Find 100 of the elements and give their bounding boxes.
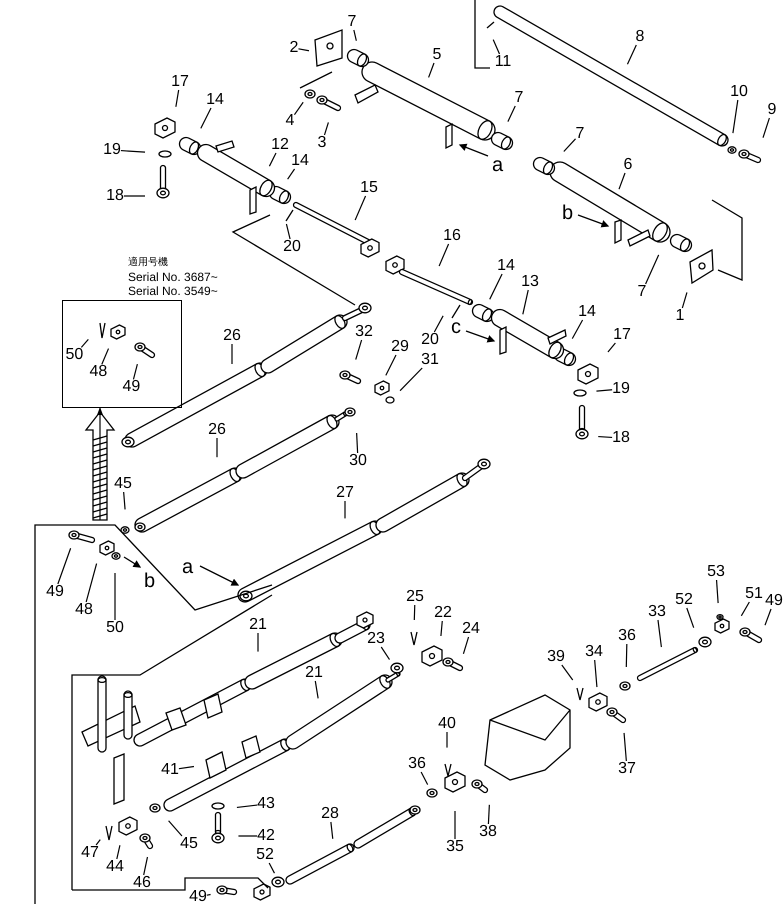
leader-line <box>120 150 146 153</box>
view-letter: a <box>492 154 504 177</box>
callout-number: 17 <box>171 74 189 90</box>
callout-number: 18 <box>612 430 630 446</box>
callout-number: 28 <box>321 806 339 822</box>
callout-number: 20 <box>421 332 439 348</box>
leader-line <box>645 254 660 284</box>
view-letter: b <box>562 202 574 225</box>
leader-line <box>572 320 584 339</box>
callout-number: 17 <box>613 327 631 343</box>
callout-number: 33 <box>648 604 666 620</box>
callout-number: 50 <box>66 347 84 364</box>
callout-number: 49 <box>46 584 64 600</box>
leader-line <box>200 108 212 129</box>
callout-number: 52 <box>675 592 693 608</box>
leader-line <box>438 244 450 266</box>
leader-line <box>596 389 612 392</box>
callout-number: 41 <box>161 762 179 778</box>
leader-line <box>380 646 390 660</box>
callout-number: 3 <box>318 135 326 151</box>
leader-line <box>86 563 98 602</box>
leader-line <box>740 602 750 616</box>
leader-line <box>294 102 304 116</box>
callout-number: 11 <box>494 54 512 70</box>
leader-line <box>400 368 423 392</box>
callout-number: 38 <box>479 824 497 840</box>
leader-line <box>287 168 296 180</box>
callout-number: 43 <box>257 796 275 812</box>
leader-line <box>216 438 218 458</box>
callout-number: 36 <box>408 756 426 772</box>
serial-note: Serial No. 3549~ <box>128 284 218 298</box>
leader-line <box>507 106 516 122</box>
leader-line <box>440 620 443 636</box>
callout-number: 19 <box>612 381 630 397</box>
leader-line <box>101 348 110 365</box>
arrow <box>97 407 103 520</box>
leader-line <box>561 664 574 680</box>
callout-number: 48 <box>75 602 93 618</box>
callout-number: 26 <box>208 422 226 438</box>
leader-line <box>434 316 444 332</box>
callout-number: 4 <box>286 113 294 129</box>
leader-line <box>356 432 358 454</box>
leader-line <box>314 680 319 698</box>
callout-number: 15 <box>360 180 378 196</box>
callout-number: 49 <box>189 889 207 904</box>
leader-line <box>286 224 291 240</box>
leader-line <box>762 118 770 138</box>
leader-line <box>123 492 126 510</box>
callout-number: 26 <box>223 328 241 344</box>
leader-line <box>116 845 120 860</box>
callout-number: 23 <box>367 631 385 647</box>
leader-line <box>206 894 211 896</box>
leader-line <box>454 811 456 839</box>
callout-number: 39 <box>547 649 565 665</box>
leader-line <box>686 608 694 628</box>
leader-line <box>462 636 470 654</box>
callout-number: 14 <box>578 304 596 320</box>
callout-number: 18 <box>106 188 124 204</box>
leader-line <box>623 732 627 762</box>
callout-number: 52 <box>256 847 274 863</box>
callout-number: 2 <box>290 40 298 56</box>
leader-line <box>563 138 576 152</box>
callout-number: 53 <box>707 564 725 580</box>
leader-line <box>114 573 116 620</box>
callout-number: 48 <box>90 364 108 380</box>
leader-line <box>428 62 435 78</box>
leader-line <box>236 804 258 808</box>
callout-number: 35 <box>446 839 464 855</box>
callout-number: 10 <box>730 84 748 100</box>
callout-number: 20 <box>283 239 301 255</box>
callout-number: 7 <box>638 284 646 300</box>
callout-number: 14 <box>206 92 224 108</box>
callout-number: 42 <box>257 828 275 844</box>
leader-line <box>96 839 101 846</box>
view-letter: b <box>144 570 156 593</box>
callout-number: 37 <box>618 761 636 777</box>
leader-line <box>385 354 397 376</box>
callout-number: 46 <box>133 875 151 891</box>
callout-number: 7 <box>576 126 584 142</box>
leader-line <box>355 340 362 360</box>
leader-line <box>608 342 616 352</box>
callout-number: 40 <box>438 716 456 732</box>
leader-line <box>143 856 148 876</box>
callout-number: 7 <box>348 14 356 30</box>
leader-line <box>682 292 688 308</box>
callout-number: 51 <box>745 586 763 602</box>
callout-number: 22 <box>434 605 452 621</box>
leader-line <box>492 39 500 54</box>
callout-number: 14 <box>497 258 515 274</box>
serial-note: Serial No. 3687~ <box>128 270 218 284</box>
callout-number: 44 <box>106 859 124 875</box>
callout-number: 16 <box>443 228 461 244</box>
leader-line <box>488 804 490 824</box>
callout-number: 19 <box>103 142 121 158</box>
view-letter: a <box>182 556 194 579</box>
leader-line <box>57 548 72 584</box>
leader-line <box>344 501 346 518</box>
leader-line <box>268 862 275 874</box>
callout-number: 12 <box>271 137 289 153</box>
callout-number: 29 <box>391 339 409 355</box>
